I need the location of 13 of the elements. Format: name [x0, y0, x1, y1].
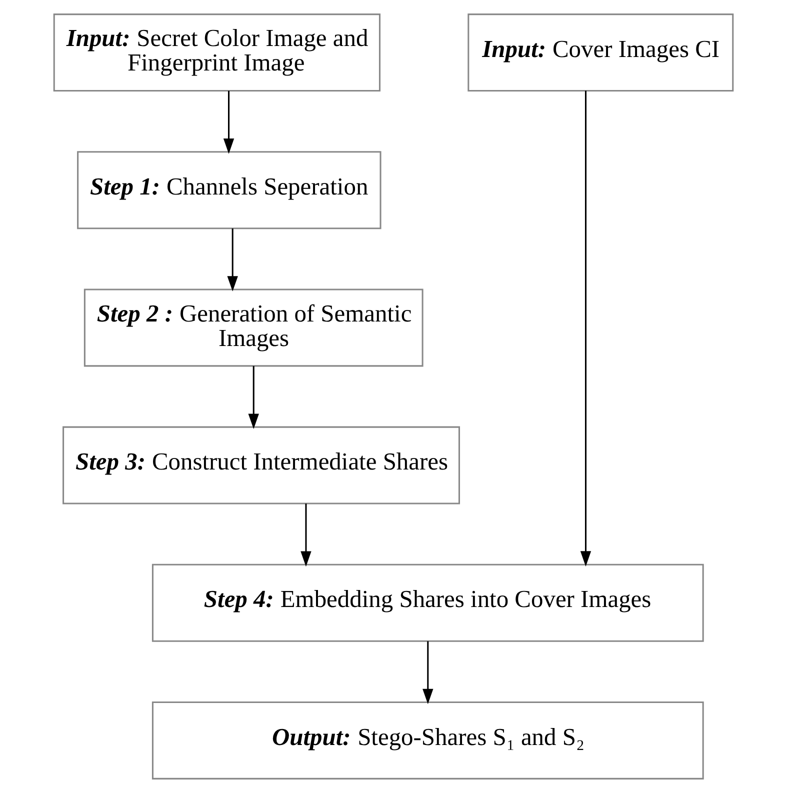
arrow [422, 641, 434, 704]
node-box: Step 2 : Generation of Semantic Images [84, 288, 424, 367]
arrow [227, 228, 238, 292]
arrow [223, 90, 234, 154]
node-box: Step 1: Channels Seperation [77, 151, 382, 230]
node-box: Input: Secret Color Image and Fingerprint Image [53, 14, 380, 92]
node-box: Input: Cover Images CI [468, 14, 734, 92]
node-box: Step 4: Embedding Shares into Cover Images [152, 564, 704, 642]
arrow [248, 366, 259, 430]
arrow [300, 504, 312, 567]
arrow [580, 90, 592, 566]
node-box: Step 3: Construct Intermediate Shares [62, 426, 460, 504]
node-box: Output: Stego-Shares S₁ and S₂ [152, 701, 704, 780]
